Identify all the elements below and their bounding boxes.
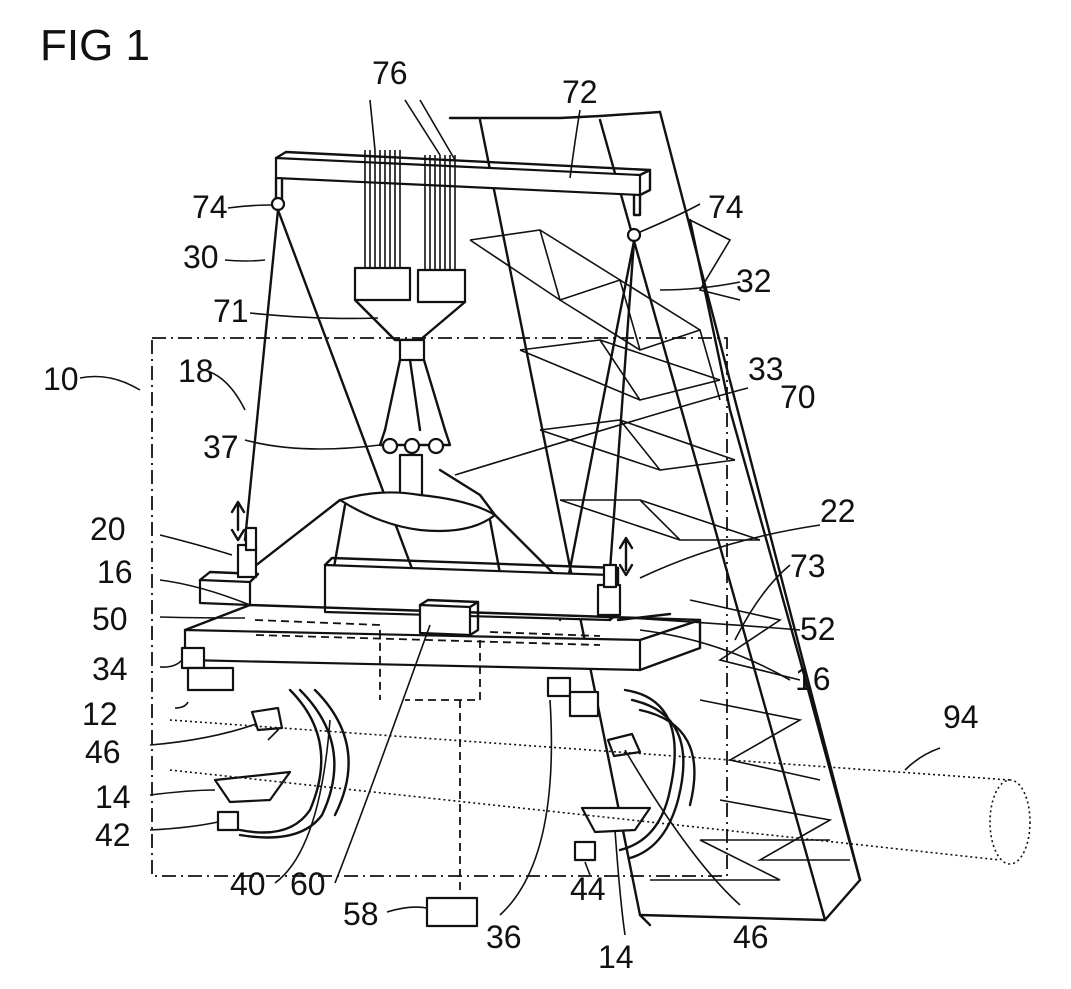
label-33: 33 xyxy=(748,351,784,387)
label-74-right: 74 xyxy=(708,189,744,225)
label-18: 18 xyxy=(178,353,214,389)
label-76: 76 xyxy=(372,55,408,91)
leader-lines xyxy=(80,100,940,935)
pipe-element xyxy=(170,720,1030,864)
remote-unit-box xyxy=(427,898,477,926)
label-50: 50 xyxy=(92,601,128,637)
top-beam xyxy=(272,152,650,241)
label-32: 32 xyxy=(736,263,772,299)
figure-title: FIG 1 xyxy=(40,21,150,70)
label-73: 73 xyxy=(790,548,826,584)
label-58: 58 xyxy=(343,896,379,932)
lifting-hook xyxy=(380,340,450,495)
label-37: 37 xyxy=(203,429,239,465)
label-16-right: 16 xyxy=(795,661,831,697)
label-40: 40 xyxy=(230,866,266,902)
label-34: 34 xyxy=(92,651,128,687)
label-16-left: 16 xyxy=(97,554,133,590)
label-44: 44 xyxy=(570,871,606,907)
reference-numerals: 76 72 74 74 30 32 71 10 18 33 70 37 22 2… xyxy=(43,55,979,975)
left-support-arm xyxy=(215,690,349,838)
label-46-left: 46 xyxy=(85,734,121,770)
label-36: 36 xyxy=(486,919,522,955)
label-46-right: 46 xyxy=(733,919,769,955)
label-72: 72 xyxy=(562,74,598,110)
right-clamp-unit xyxy=(598,538,670,620)
central-frame xyxy=(325,558,618,620)
label-10: 10 xyxy=(43,361,79,397)
crane-boom-lattice xyxy=(450,112,860,925)
label-30: 30 xyxy=(183,239,219,275)
label-42: 42 xyxy=(95,817,131,853)
label-94: 94 xyxy=(943,699,979,735)
label-60: 60 xyxy=(290,866,326,902)
label-20: 20 xyxy=(90,511,126,547)
label-71: 71 xyxy=(213,293,249,329)
label-22: 22 xyxy=(820,493,856,529)
label-52: 52 xyxy=(800,611,836,647)
label-14-left: 14 xyxy=(95,779,131,815)
pulley-left-icon xyxy=(272,198,284,210)
label-70: 70 xyxy=(780,379,816,415)
label-14-right: 14 xyxy=(598,939,634,975)
label-12: 12 xyxy=(82,696,118,732)
pulley-right-icon xyxy=(628,229,640,241)
label-74-left: 74 xyxy=(192,189,228,225)
